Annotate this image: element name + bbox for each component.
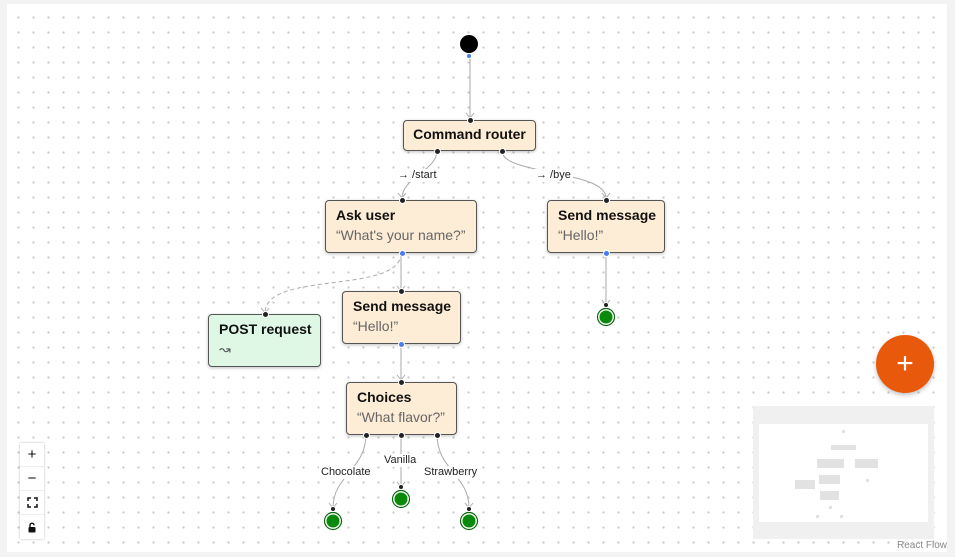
handle-source-bye[interactable] xyxy=(499,148,506,155)
flow-canvas[interactable] xyxy=(7,4,947,552)
handle-source-strawberry[interactable] xyxy=(434,432,441,439)
attribution-link[interactable]: React Flow xyxy=(897,540,948,551)
node-post-request[interactable]: POST request ↝ xyxy=(208,311,321,367)
node-title: Choices xyxy=(357,389,412,405)
handle-source[interactable] xyxy=(398,341,405,348)
edge-label-start: → /start xyxy=(396,169,439,182)
node-title: Send message xyxy=(558,207,657,223)
lock-icon xyxy=(28,522,36,532)
handle-source-start[interactable] xyxy=(434,148,441,155)
fit-view-icon xyxy=(26,497,38,508)
handle-target[interactable] xyxy=(262,311,269,318)
zoom-out-button[interactable]: − xyxy=(20,467,44,491)
node-send-message-mid[interactable]: Send message “Hello!” xyxy=(342,288,461,348)
handle-source-chocolate[interactable] xyxy=(363,432,370,439)
handle-target[interactable] xyxy=(399,197,406,204)
node-command-router[interactable]: Command router xyxy=(403,117,536,155)
handle-target[interactable] xyxy=(603,197,610,204)
handle-target[interactable] xyxy=(467,117,474,124)
node-ask-user[interactable]: Ask user “What's your name?” xyxy=(325,197,477,257)
edge-label-chocolate: Chocolate xyxy=(319,466,373,479)
add-node-button[interactable]: + xyxy=(876,335,934,393)
handle-source[interactable] xyxy=(399,250,406,257)
end-node-bye[interactable] xyxy=(596,302,616,327)
node-title: Send message xyxy=(353,298,452,314)
handle-target[interactable] xyxy=(398,379,405,386)
node-subtitle: “What's your name?” xyxy=(336,227,466,243)
node-title: Ask user xyxy=(336,207,396,223)
edge-ask-user-to-post-request[interactable] xyxy=(264,252,402,314)
fit-view-button[interactable] xyxy=(20,491,44,515)
handle-source-vanilla[interactable] xyxy=(398,432,405,439)
end-node-chocolate[interactable] xyxy=(323,506,343,531)
end-node-strawberry[interactable] xyxy=(459,506,479,531)
node-subtitle: “Hello!” xyxy=(558,227,604,243)
zoom-in-button[interactable]: + xyxy=(20,443,44,467)
end-node-vanilla[interactable] xyxy=(391,484,411,509)
edge-label-strawberry: Strawberry xyxy=(422,466,480,479)
node-subtitle: “What flavor?” xyxy=(357,409,445,425)
lock-button[interactable] xyxy=(20,515,44,539)
node-title: Command router xyxy=(413,126,526,142)
start-node[interactable] xyxy=(460,35,478,53)
zoom-controls: + − xyxy=(20,443,44,539)
minimap[interactable] xyxy=(753,406,934,539)
handle-source[interactable] xyxy=(603,250,610,257)
node-subtitle: “Hello!” xyxy=(353,318,399,334)
squiggle-arrow-icon: ↝ xyxy=(219,341,231,357)
handle-target[interactable] xyxy=(398,288,405,295)
edge-label-bye: → /bye xyxy=(534,169,573,182)
node-send-message-right[interactable]: Send message “Hello!” xyxy=(547,197,665,257)
node-choices[interactable]: Choices “What flavor?” xyxy=(346,379,457,439)
edge-label-vanilla: Vanilla xyxy=(382,454,419,467)
node-title: POST request xyxy=(219,321,312,337)
minimap-viewport xyxy=(759,424,928,522)
